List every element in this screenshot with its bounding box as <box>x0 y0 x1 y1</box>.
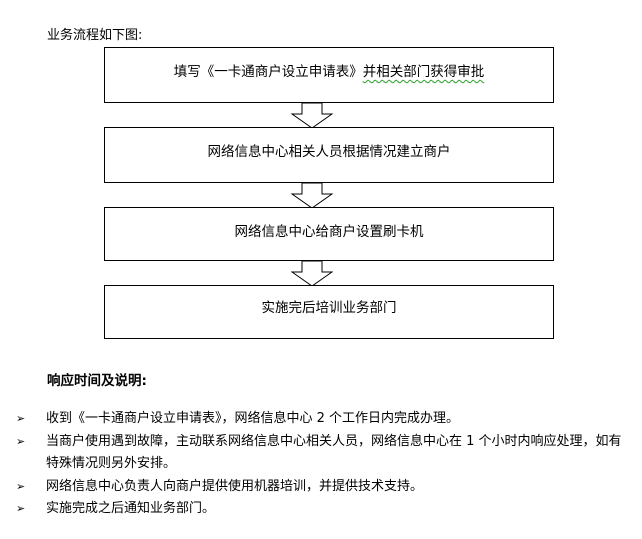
flow-step-4-text: 实施完后培训业务部门 <box>261 300 397 316</box>
flow-step-1-suffix: 并相关部门获得审批 <box>362 64 485 80</box>
list-item: ➢ 网络信息中心负责人向商户提供使用机器培训，并提供技术支持。 <box>16 476 632 499</box>
bullet-text: 实施完成之后通知业务部门。 <box>46 501 216 516</box>
flow-step-1: 填写《一卡通商户设立申请表》并相关部门获得审批 <box>104 47 554 103</box>
down-arrow-icon <box>291 103 333 129</box>
bullet-text: 当商户使用遇到故障，主动联系网络信息中心相关人员，网络信息中心在 1 个小时内响… <box>46 433 622 472</box>
bullet-list: ➢ 收到《一卡通商户设立申请表》，网络信息中心 2 个工作日内完成办理。 ➢ 当… <box>16 408 632 521</box>
bullet-text: 收到《一卡通商户设立申请表》，网络信息中心 2 个工作日内完成办理。 <box>46 411 460 426</box>
arrow-bullet-icon: ➢ <box>16 434 26 448</box>
flow-step-4: 实施完后培训业务部门 <box>104 285 554 339</box>
flow-step-2: 网络信息中心相关人员根据情况建立商户 <box>104 127 554 183</box>
down-arrow-icon <box>291 183 333 209</box>
flow-step-3-text: 网络信息中心给商户设置刷卡机 <box>234 224 424 240</box>
arrow-bullet-icon: ➢ <box>16 479 26 493</box>
flow-step-1-text: 填写《一卡通商户设立申请表》 <box>173 64 363 80</box>
down-arrow-icon <box>291 261 333 287</box>
section-heading: 响应时间及说明: <box>47 373 147 389</box>
bullet-text: 网络信息中心负责人向商户提供使用机器培训，并提供技术支持。 <box>46 478 424 494</box>
flow-step-3: 网络信息中心给商户设置刷卡机 <box>104 207 554 261</box>
arrow-bullet-icon: ➢ <box>16 412 26 425</box>
list-item: ➢ 当商户使用遇到故障，主动联系网络信息中心相关人员，网络信息中心在 1 个小时… <box>16 431 632 476</box>
intro-text: 业务流程如下图: <box>47 28 143 43</box>
arrow-bullet-icon: ➢ <box>16 502 26 515</box>
list-item: ➢ 实施完成之后通知业务部门。 <box>16 498 632 521</box>
list-item: ➢ 收到《一卡通商户设立申请表》，网络信息中心 2 个工作日内完成办理。 <box>16 408 632 431</box>
flow-step-2-text: 网络信息中心相关人员根据情况建立商户 <box>207 144 451 160</box>
